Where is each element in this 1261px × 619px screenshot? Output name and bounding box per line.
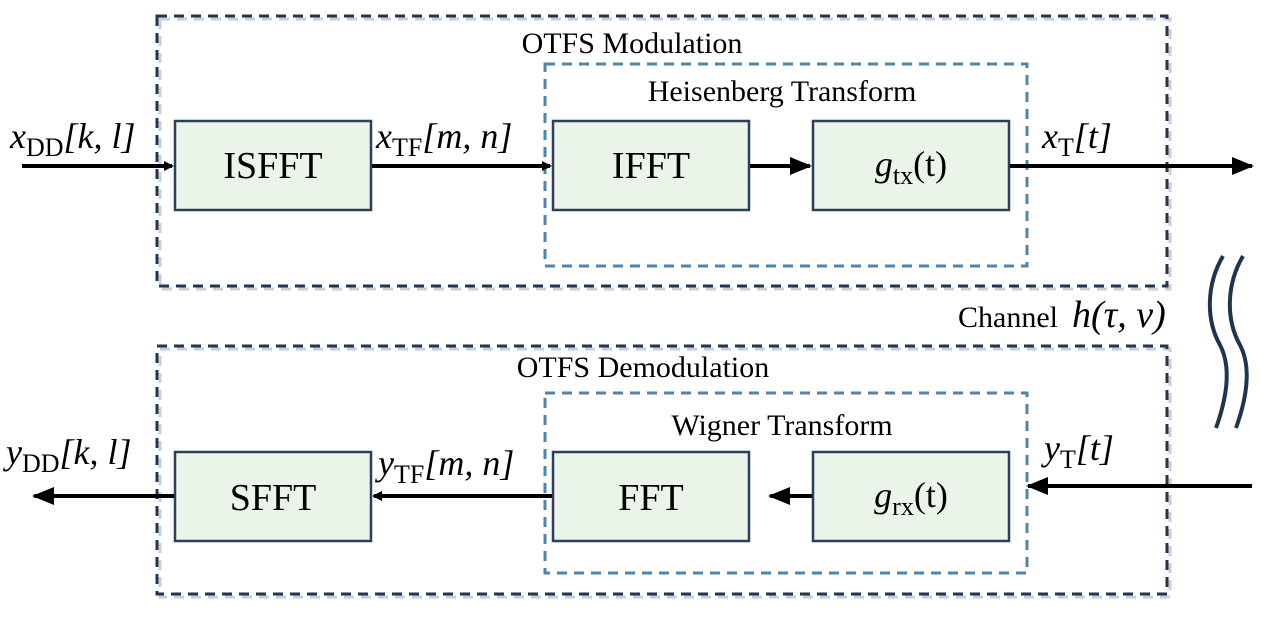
modulation-frame [155, 14, 1169, 288]
sfft-label: SFFT [230, 477, 317, 519]
signal-y-dd: yDD[k, l] [3, 432, 132, 478]
fft-block: FFT [551, 450, 751, 543]
modulation-section: OTFS Modulation Heisenberg Transform ISF… [9, 14, 1254, 291]
channel-symbol: h(τ, ν) [1072, 294, 1166, 336]
isfft-block: ISFFT [173, 119, 373, 212]
wigner-frame [543, 391, 1029, 575]
grx-label: grx(t) [874, 475, 948, 521]
channel-section: Channel h(τ, ν) [958, 254, 1249, 429]
channel-wave-right [1227, 254, 1249, 429]
heisenberg-title: Heisenberg Transform [648, 75, 917, 108]
signal-x-tf: xTF[m, n] [375, 116, 512, 162]
modulation-title: OTFS Modulation [522, 27, 743, 60]
demodulation-title: OTFS Demodulation [517, 351, 770, 384]
fft-label: FFT [618, 477, 683, 519]
channel-wave-left [1207, 254, 1229, 429]
ifft-label: IFFT [612, 145, 690, 187]
wigner-title: Wigner Transform [671, 409, 892, 442]
ifft-block: IFFT [551, 119, 751, 212]
isfft-label: ISFFT [223, 145, 322, 187]
grx-block: grx(t) [811, 450, 1011, 543]
signal-x-t: xT[t] [1041, 116, 1112, 162]
signal-y-tf: yTF[m, n] [375, 443, 514, 489]
channel-label: Channel [958, 301, 1058, 334]
sfft-block: SFFT [173, 450, 373, 543]
demodulation-section: OTFS Demodulation Wigner Transform SFFT … [3, 344, 1252, 599]
signal-x-dd: xDD[k, l] [9, 116, 136, 162]
gtx-label: gtx(t) [875, 144, 947, 190]
gtx-block: gtx(t) [811, 119, 1011, 212]
signal-y-t: yT[t] [1041, 428, 1114, 474]
